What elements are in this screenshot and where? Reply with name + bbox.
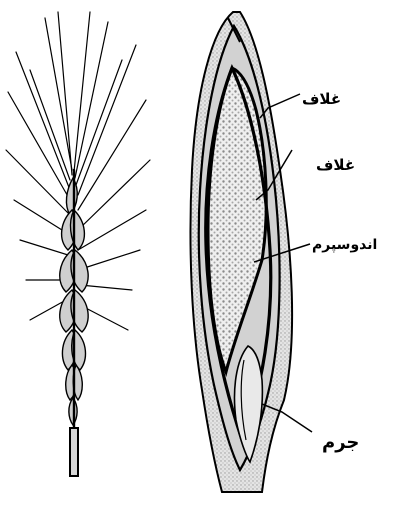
label-germ: جرم [322, 432, 359, 453]
label-endosperm: اندوسپرم [312, 237, 377, 253]
wheat-ear [6, 12, 150, 476]
label-husk-outer: غلاف [302, 90, 341, 108]
label-husk-inner: غلاف [316, 156, 355, 174]
wheat-stem [70, 428, 78, 476]
grain-cross-section [190, 12, 292, 492]
